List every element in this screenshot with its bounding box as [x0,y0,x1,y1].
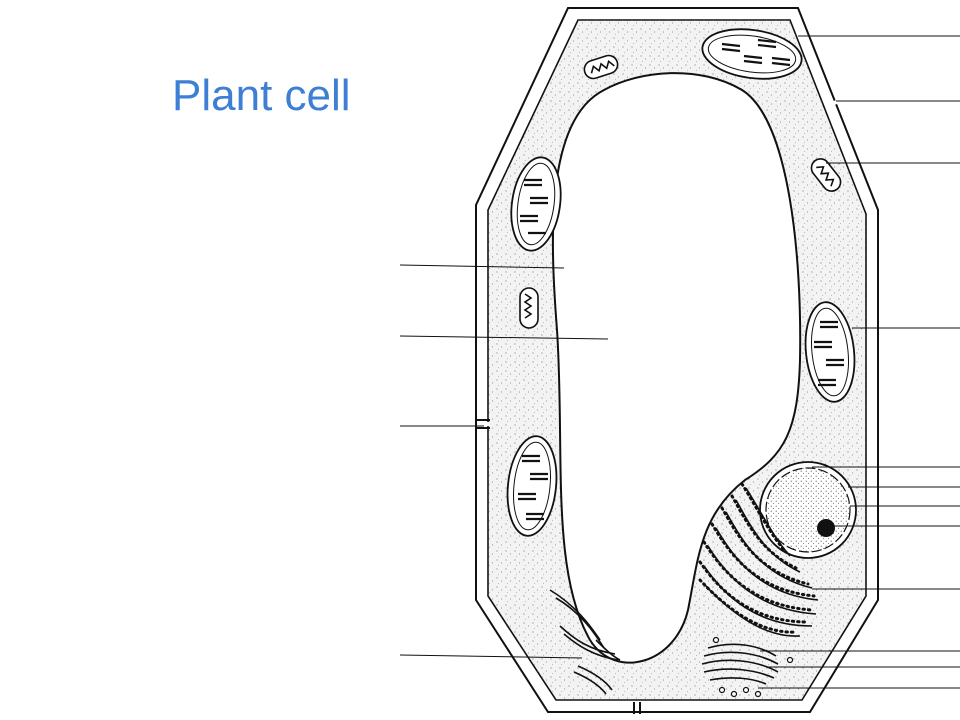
mitochondrion-icon [810,158,842,192]
smooth-er-icon [549,589,621,695]
golgi-apparatus-icon [701,643,779,685]
chloroplast-icon [701,28,803,80]
mitochondrion-icon [519,287,539,329]
label-leader-lines-left [399,264,609,659]
ribosome-dots [698,482,816,634]
nucleus-icon [759,461,857,559]
central-vacuole [551,72,802,664]
golgi-vesicles [712,636,794,698]
page-title: Plant cell [172,71,351,120]
chloroplast-icon [510,156,562,252]
chloroplast-icon [804,301,856,403]
mitochondrion-icon [583,54,619,80]
nucleolus-icon [817,519,835,537]
chloroplast-icon [506,435,558,537]
label-leader-lines-right [758,35,960,689]
